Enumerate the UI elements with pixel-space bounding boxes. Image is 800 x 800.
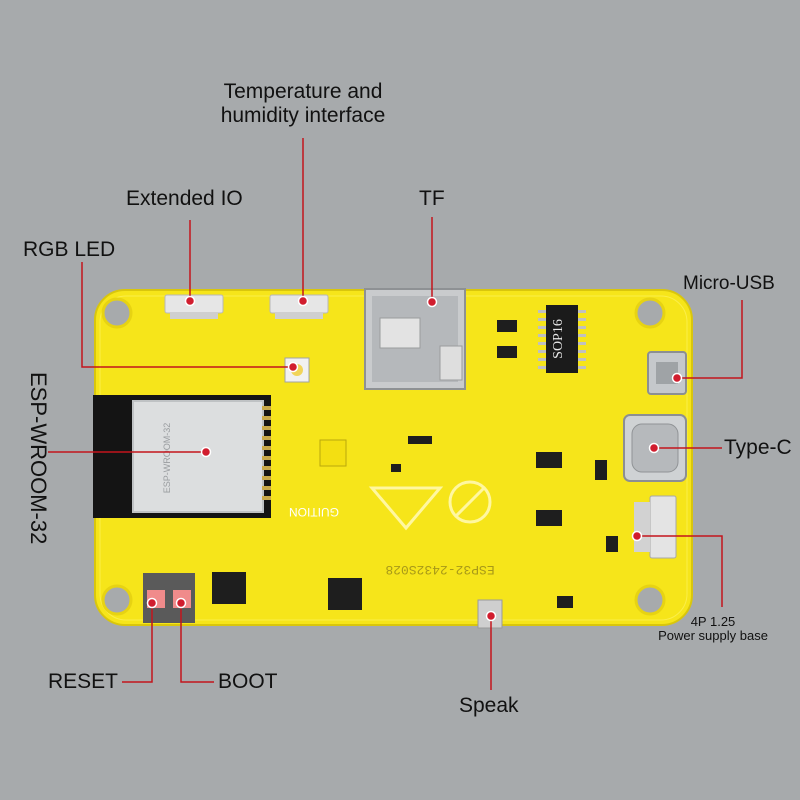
label-line: 4P 1.25: [690, 614, 736, 629]
mount-hole-top-left: [101, 297, 133, 329]
power-supply-connector: [634, 495, 677, 559]
label-line: Power supply base: [658, 628, 768, 643]
sop16-chip: SOP16: [538, 305, 586, 373]
label-boot: BOOT: [218, 670, 278, 693]
esp-wroom-32-module: ESP-WROOM-32: [93, 395, 271, 518]
label-micro-usb: Micro-USB: [683, 273, 775, 294]
brand-mark: GUITION: [289, 505, 339, 519]
reset-button: [143, 573, 169, 623]
label-speak: Speak: [459, 694, 519, 717]
misc-components: [212, 320, 618, 610]
mount-hole-top-right: [634, 297, 666, 329]
pcb-board: [94, 289, 693, 626]
silkscreen-logos: GUITION ESP32-2432S028: [289, 480, 495, 577]
sop16-marking: SOP16: [551, 319, 566, 359]
label-rgb-led: RGB LED: [23, 238, 116, 261]
label-reset: RESET: [48, 670, 119, 693]
label-line: Temperature and: [223, 80, 383, 103]
callout-markers: [146, 295, 683, 622]
label-line: humidity interface: [220, 104, 386, 127]
label-temperature-humidity: Temperature and humidity interface: [196, 80, 410, 128]
label-esp-wroom-32: ESP-WROOM-32: [26, 372, 51, 545]
board-model: ESP32-2432S028: [385, 562, 494, 577]
label-power-supply-base: 4P 1.25 Power supply base: [644, 615, 782, 643]
label-extended-io: Extended IO: [126, 187, 243, 210]
tf-card-slot: [364, 288, 466, 390]
label-type-c: Type-C: [724, 436, 792, 459]
module-marking: ESP-WROOM-32: [162, 423, 172, 494]
callout-leaders: [48, 138, 743, 690]
mount-hole-bottom-left: [101, 584, 133, 616]
micro-usb-port: [647, 351, 687, 395]
mount-hole-bottom-right: [634, 584, 666, 616]
label-tf: TF: [419, 187, 445, 210]
